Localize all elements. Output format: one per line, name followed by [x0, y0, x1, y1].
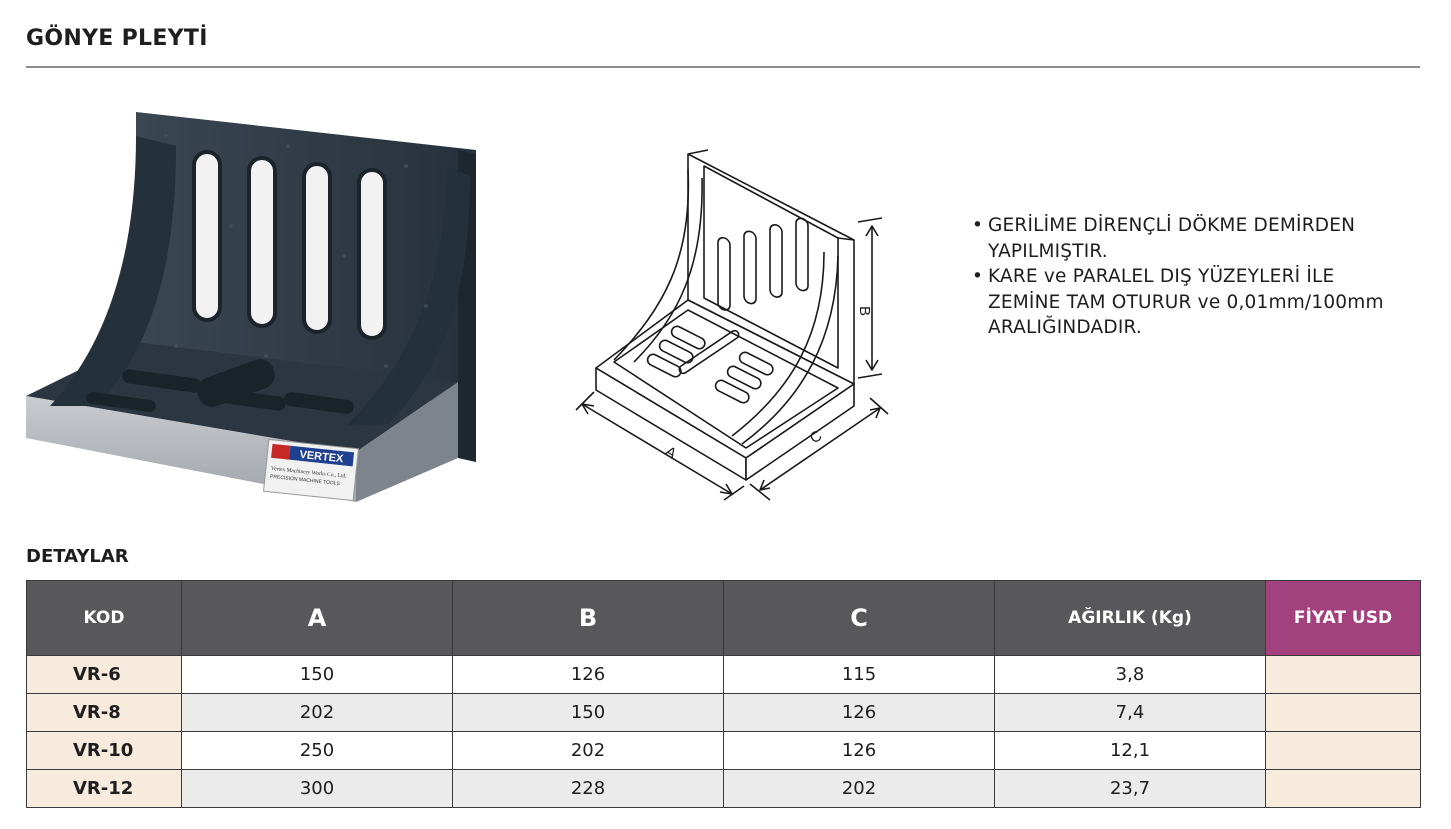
column-header-c: C [723, 580, 995, 656]
dimension-label-a: A [662, 443, 680, 463]
cell-code: VR-12 [26, 769, 182, 808]
cell-price [1265, 693, 1421, 732]
details-title: DETAYLAR [26, 546, 129, 567]
column-header-a: A [181, 580, 453, 656]
details-table: KOD A B C AĞIRLIK (Kg) FİYAT USD VR-6 15… [26, 580, 1421, 808]
cell-b: 150 [452, 693, 724, 732]
table-header-row: KOD A B C AĞIRLIK (Kg) FİYAT USD [26, 580, 1421, 656]
brand-logo-text: VERTEX [299, 449, 345, 466]
cell-b: 126 [452, 655, 724, 694]
table-row: VR-6 150 126 115 3,8 [26, 655, 1421, 694]
feature-item: • GERİLİME DİRENÇLİ DÖKME DEMİRDEN YAPIL… [972, 213, 1412, 264]
column-header-b: B [452, 580, 724, 656]
cell-weight: 7,4 [994, 693, 1266, 732]
angle-plate-photo: VERTEX Vertex Machinery Works Co., Ltd. … [26, 112, 476, 502]
cell-c: 126 [723, 693, 995, 732]
feature-item: • KARE ve PARALEL DIŞ YÜZEYLERİ İLE ZEMİ… [972, 264, 1412, 341]
feature-list: • GERİLİME DİRENÇLİ DÖKME DEMİRDEN YAPIL… [972, 213, 1412, 341]
cell-a: 300 [181, 769, 453, 808]
table-row: VR-8 202 150 126 7,4 [26, 693, 1421, 732]
cell-c: 126 [723, 731, 995, 770]
feature-text: GERİLİME DİRENÇLİ DÖKME DEMİRDEN YAPILMI… [988, 215, 1356, 262]
page-title: GÖNYE PLEYTİ [26, 26, 208, 51]
cell-weight: 12,1 [994, 731, 1266, 770]
cell-weight: 3,8 [994, 655, 1266, 694]
cell-code: VR-10 [26, 731, 182, 770]
cell-c: 202 [723, 769, 995, 808]
dimension-drawing: A B C [575, 149, 889, 501]
column-header-code: KOD [26, 580, 182, 656]
bullet-icon: • [972, 266, 984, 287]
column-header-price: FİYAT USD [1265, 580, 1421, 656]
table-row: VR-10 250 202 126 12,1 [26, 731, 1421, 770]
feature-text: KARE ve PARALEL DIŞ YÜZEYLERİ İLE ZEMİNE… [988, 266, 1384, 338]
table-row: VR-12 300 228 202 23,7 [26, 769, 1421, 808]
cell-price [1265, 655, 1421, 694]
cell-a: 202 [181, 693, 453, 732]
cell-price [1265, 769, 1421, 808]
cell-a: 250 [181, 731, 453, 770]
bullet-icon: • [972, 215, 984, 236]
cell-b: 228 [452, 769, 724, 808]
cell-code: VR-8 [26, 693, 182, 732]
cell-c: 115 [723, 655, 995, 694]
dimension-label-b: B [856, 306, 873, 316]
cell-price [1265, 731, 1421, 770]
cell-a: 150 [181, 655, 453, 694]
column-header-weight: AĞIRLIK (Kg) [994, 580, 1266, 656]
cell-b: 202 [452, 731, 724, 770]
cell-code: VR-6 [26, 655, 182, 694]
title-divider [26, 66, 1420, 68]
cell-weight: 23,7 [994, 769, 1266, 808]
